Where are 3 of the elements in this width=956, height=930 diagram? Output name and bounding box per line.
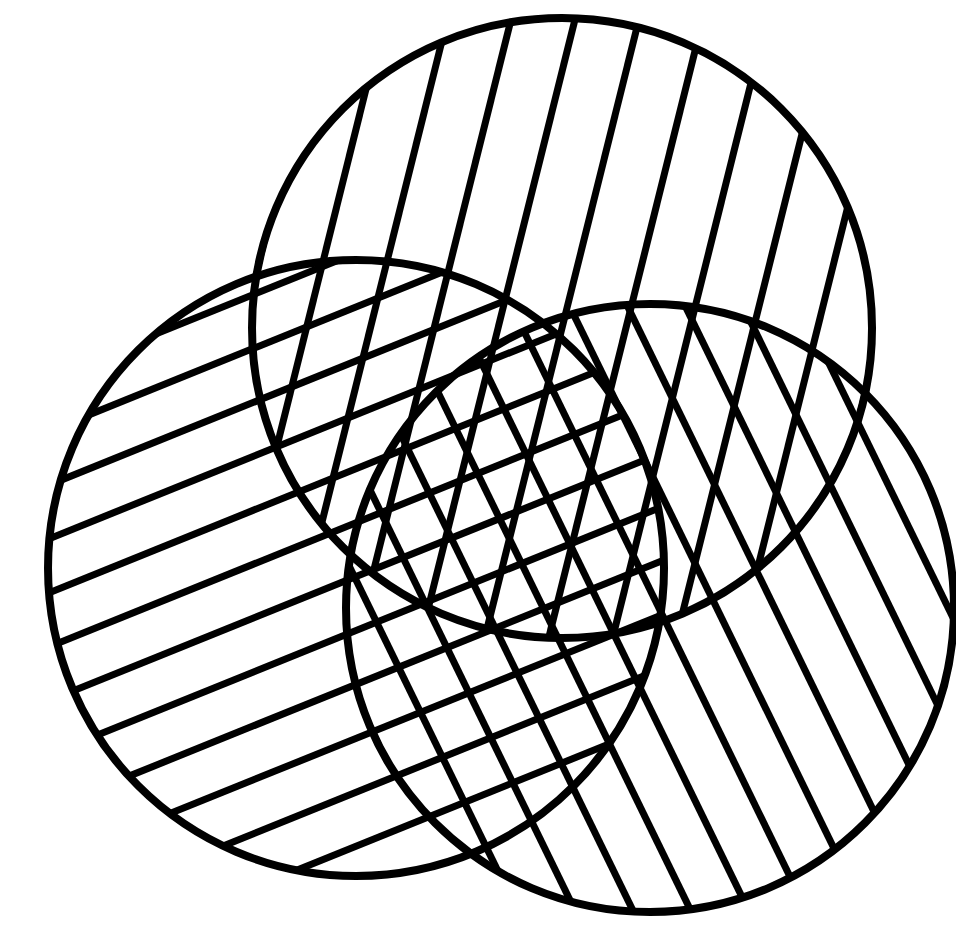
hatched-circle — [44, 255, 668, 880]
hatched-circle — [248, 14, 876, 642]
hatched-circle — [342, 299, 956, 916]
